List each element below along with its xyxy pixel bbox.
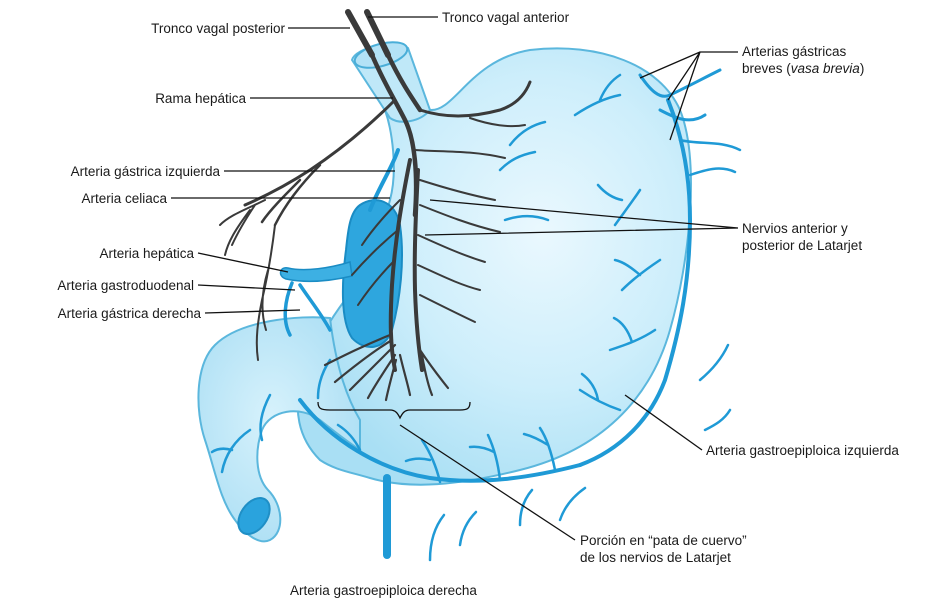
label-arterias-gastricas-breves-line2a: breves ( bbox=[742, 61, 791, 76]
label-nervios-latarjet-line1: Nervios anterior y bbox=[742, 221, 848, 236]
label-arteria-gastroduodenal: Arteria gastroduodenal bbox=[10, 277, 194, 294]
label-arterias-gastricas-breves: Arterias gástricas breves (vasa brevia) bbox=[742, 43, 864, 77]
label-vasa-brevia: vasa brevia bbox=[791, 61, 860, 76]
label-arteria-gastrica-derecha: Arteria gástrica derecha bbox=[10, 305, 201, 322]
label-arteria-celiaca: Arteria celiaca bbox=[10, 190, 167, 207]
label-rama-hepatica: Rama hepática bbox=[60, 90, 246, 107]
label-arteria-gastroepiploica-derecha: Arteria gastroepiploica derecha bbox=[290, 582, 477, 599]
hepatic-artery-vessel bbox=[280, 262, 352, 281]
label-nervios-latarjet: Nervios anterior y posterior de Latarjet bbox=[742, 220, 862, 254]
label-arteria-hepatica: Arteria hepática bbox=[10, 245, 194, 262]
label-porcion-pata-de-cuervo: Porción en “pata de cuervo” de los nervi… bbox=[580, 532, 747, 566]
label-nervios-latarjet-line2: posterior de Latarjet bbox=[742, 238, 862, 253]
label-porcion-line2: de los nervios de Latarjet bbox=[580, 550, 731, 565]
label-porcion-line1: Porción en “pata de cuervo” bbox=[580, 533, 747, 548]
label-tronco-vagal-anterior: Tronco vagal anterior bbox=[442, 9, 569, 26]
duodenum bbox=[198, 317, 360, 541]
label-arterias-gastricas-breves-line1: Arterias gástricas bbox=[742, 44, 846, 59]
label-arterias-gastricas-breves-line2c: ) bbox=[860, 61, 865, 76]
label-arteria-gastroepiploica-izquierda: Arteria gastroepiploica izquierda bbox=[706, 442, 899, 459]
label-tronco-vagal-posterior: Tronco vagal posterior bbox=[95, 20, 285, 37]
label-arteria-gastrica-izquierda: Arteria gástrica izquierda bbox=[10, 163, 220, 180]
